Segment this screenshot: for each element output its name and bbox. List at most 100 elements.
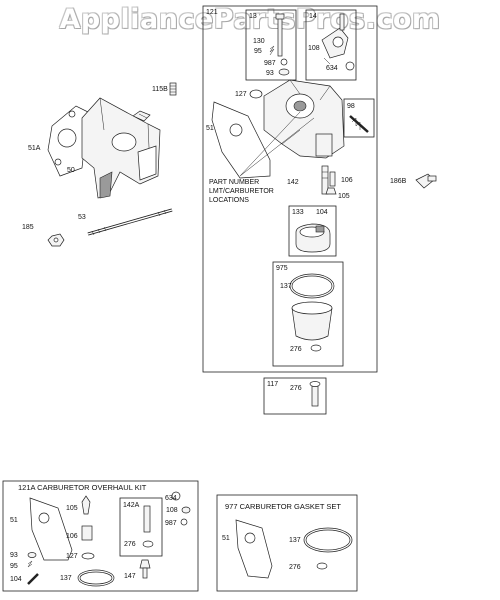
- label-186B: 186B: [390, 178, 407, 185]
- kit-part-106[interactable]: [81, 525, 93, 541]
- jet-106[interactable]: [329, 171, 336, 187]
- kit-ring-137[interactable]: [77, 569, 115, 587]
- kit-part-634[interactable]: [171, 491, 181, 501]
- gasket-set-label-51: 51: [222, 535, 230, 542]
- label-50: 50: [67, 167, 75, 174]
- label-104: 104: [316, 209, 328, 216]
- kit-label-276: 276: [124, 541, 136, 548]
- label-276-117: 276: [290, 385, 302, 392]
- sub-box-975: [272, 261, 344, 367]
- kit-label-104: 104: [10, 576, 22, 583]
- label-276: 276: [290, 346, 302, 353]
- kit-label-106: 106: [66, 533, 78, 540]
- label-93: 93: [266, 70, 274, 77]
- fitting-186B[interactable]: [415, 173, 437, 189]
- bowl-clamp-133[interactable]: [295, 223, 331, 253]
- kit-part-987[interactable]: [180, 518, 188, 526]
- label-98: 98: [347, 103, 355, 110]
- gasket-set-51[interactable]: [235, 519, 273, 579]
- kit-label-127: 127: [66, 553, 78, 560]
- label-121: 121: [206, 9, 218, 16]
- screw-115B[interactable]: [169, 82, 177, 96]
- intake-manifold-50[interactable]: [81, 97, 161, 199]
- kit-part-105[interactable]: [81, 495, 91, 515]
- nut-185[interactable]: [47, 233, 65, 247]
- gasket-set-276[interactable]: [316, 562, 328, 570]
- seat-93[interactable]: [278, 68, 290, 76]
- kit-gasket-51[interactable]: [29, 497, 73, 561]
- label-95: 95: [254, 48, 262, 55]
- kit-washer-276[interactable]: [142, 540, 154, 548]
- label-987: 987: [264, 60, 276, 67]
- bowl-gasket-137[interactable]: [289, 273, 335, 299]
- emulsion-tube-142[interactable]: [321, 165, 329, 195]
- bowl-screw-117[interactable]: [309, 381, 321, 407]
- label-53: 53: [78, 214, 86, 221]
- sub-box-98: [343, 98, 375, 138]
- kit-label-93: 93: [10, 552, 18, 559]
- callout-line3: LOCATIONS: [209, 197, 249, 204]
- sub-box-13: [245, 9, 297, 81]
- carburetor-body[interactable]: [263, 79, 345, 159]
- kit-121A-title: 121A CARBURETOR OVERHAUL KIT: [18, 483, 147, 492]
- label-14: 14: [309, 13, 317, 20]
- spring-95[interactable]: [269, 45, 275, 56]
- label-105: 105: [338, 193, 350, 200]
- kit-sub-box-142A: [119, 497, 163, 557]
- sub-box-133: [288, 205, 337, 257]
- label-13: 13: [249, 13, 257, 20]
- sub-box-14: [305, 9, 357, 81]
- pin-634[interactable]: [323, 57, 355, 71]
- kit-part-104[interactable]: [27, 573, 39, 585]
- kit-part-108[interactable]: [181, 506, 191, 514]
- gasket-51A[interactable]: [47, 105, 89, 177]
- kit-part-127[interactable]: [81, 552, 95, 560]
- label-51A: 51A: [28, 145, 41, 152]
- float-bowl[interactable]: [291, 301, 333, 341]
- label-130: 130: [253, 38, 265, 45]
- label-133: 133: [292, 209, 304, 216]
- kit-label-108: 108: [166, 507, 178, 514]
- kit-label-634: 634: [165, 495, 177, 502]
- kit-label-105: 105: [66, 505, 78, 512]
- float-108[interactable]: [321, 13, 349, 59]
- label-108: 108: [308, 45, 320, 52]
- kit-part-95[interactable]: [27, 560, 33, 568]
- gasket-set-label-137: 137: [289, 537, 301, 544]
- label-137: 137: [280, 283, 292, 290]
- label-634: 634: [326, 65, 338, 72]
- kit-label-95: 95: [10, 563, 18, 570]
- oring-987[interactable]: [280, 58, 288, 66]
- callout-line1: PART NUMBER: [209, 179, 259, 186]
- gasket-51[interactable]: [211, 101, 271, 179]
- kit-part-142A[interactable]: [143, 505, 151, 533]
- kit-label-142A: 142A: [123, 502, 140, 509]
- screw-98[interactable]: [349, 115, 369, 133]
- kit-part-93[interactable]: [27, 552, 37, 558]
- kit-977-title: 977 CARBURETOR GASKET SET: [225, 502, 341, 511]
- label-117: 117: [267, 381, 278, 388]
- kit-part-147[interactable]: [139, 559, 151, 579]
- label-142: 142: [287, 179, 299, 186]
- gasket-set-137[interactable]: [303, 527, 353, 553]
- kit-label-51: 51: [10, 517, 18, 524]
- washer-276[interactable]: [310, 344, 322, 352]
- washer-105[interactable]: [325, 187, 337, 195]
- kit-label-987: 987: [165, 520, 177, 527]
- assembly-box-121: [202, 5, 378, 373]
- needle-130[interactable]: [275, 13, 285, 57]
- label-127: 127: [235, 91, 247, 98]
- screw-54[interactable]: [132, 110, 151, 122]
- label-975: 975: [276, 265, 288, 272]
- callout-line: [239, 111, 301, 177]
- callout-line: [239, 117, 315, 177]
- label-51: 51: [206, 125, 214, 132]
- stud-53[interactable]: [87, 208, 173, 236]
- washer-127[interactable]: [249, 89, 263, 99]
- label-115B: 115B: [152, 86, 168, 93]
- kit-label-147: 147: [124, 573, 136, 580]
- callout-line2: LMT/CARBURETOR: [209, 188, 274, 195]
- kit-label-137: 137: [60, 575, 72, 582]
